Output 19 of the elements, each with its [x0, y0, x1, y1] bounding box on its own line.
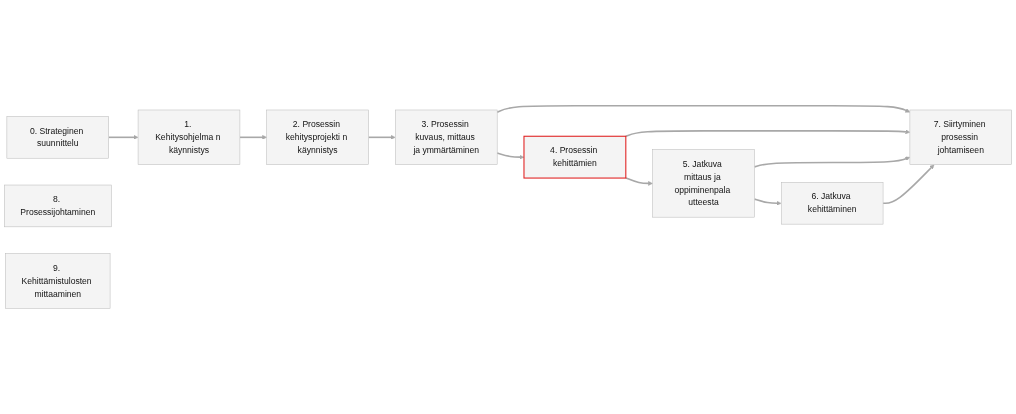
arrow [882, 164, 935, 205]
arrow [625, 129, 911, 138]
node-box: 6. Jatkuva kehittäminen [780, 182, 884, 225]
node-box: 2. Prosessin kehitysprojekti n käynnistys [266, 109, 369, 165]
node-box: 8. Prosessijohtaminen [4, 184, 112, 228]
node-box: 1. Kehitysohjelma n käynnistys [137, 109, 241, 165]
node-box: 3. Prosessin kuvaus, mittaus ja ymmärtäminen [395, 109, 498, 165]
arrow [239, 134, 267, 140]
arrow [107, 134, 139, 140]
node-box: 4. Prosessin kehittämien [523, 135, 627, 179]
node-box: 0. Strateginen suunnittelu [6, 116, 109, 159]
arrow [753, 198, 782, 206]
arrow [367, 134, 396, 140]
arrow [496, 104, 911, 114]
arrow [753, 156, 911, 168]
arrow [625, 177, 653, 186]
node-box: 5. Jatkuva mittaus ja oppiminenpala utteesta [652, 149, 755, 218]
node-box: 7. Siirtyminen prosessin johtamiseen [909, 109, 1012, 165]
node-box: 9. Kehittämistulosten mittaaminen [5, 253, 111, 309]
